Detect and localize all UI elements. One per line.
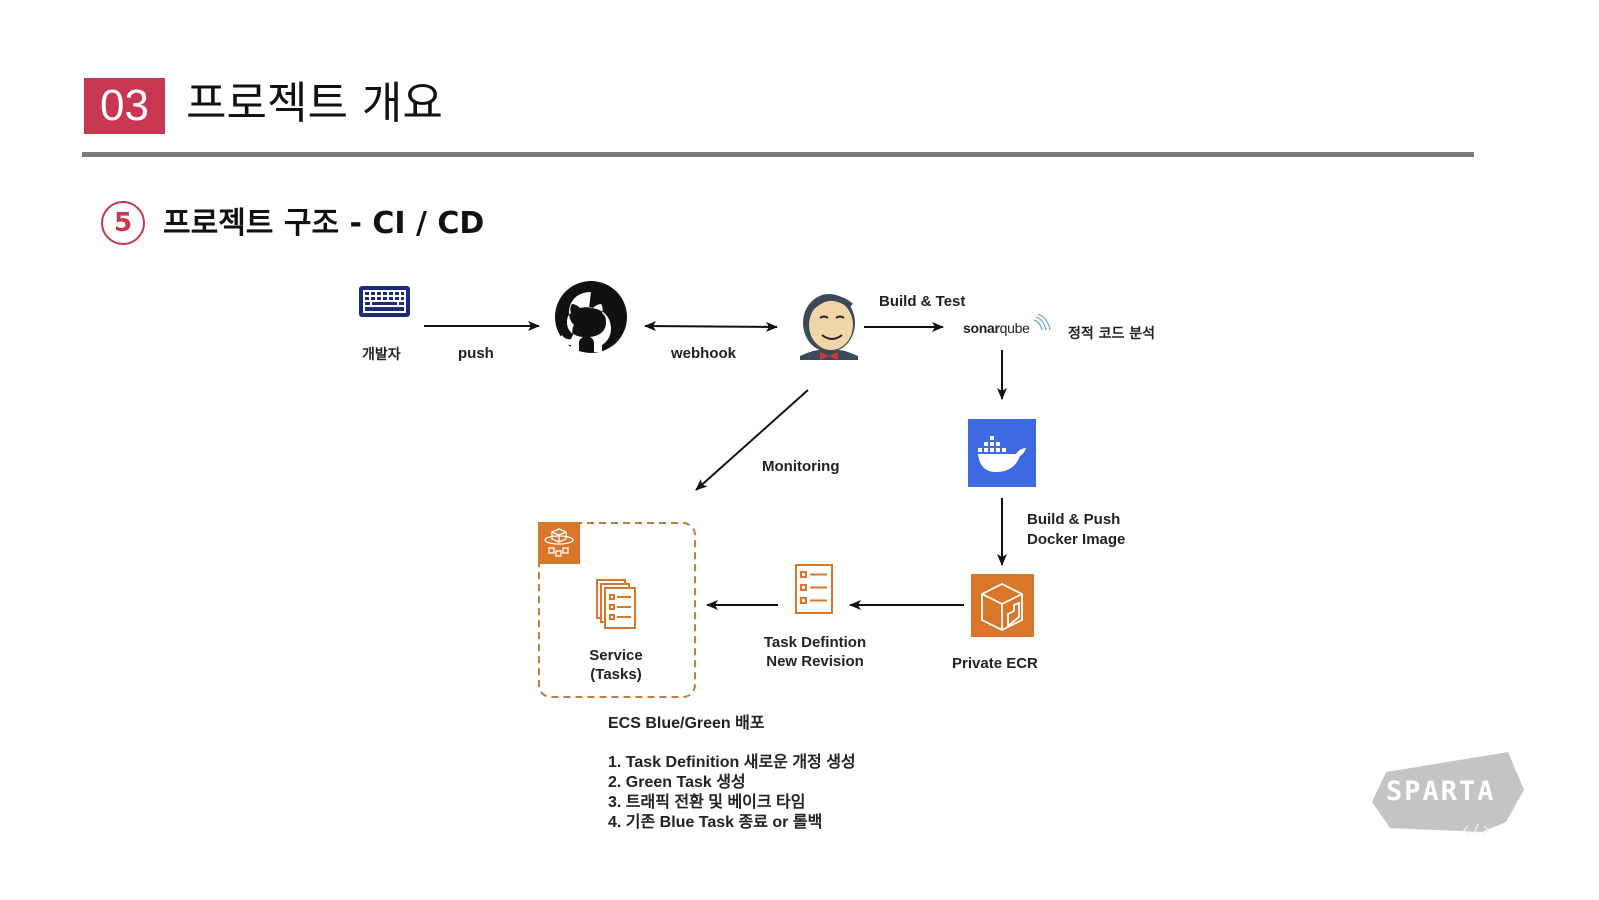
monitoring-arrow — [695, 389, 809, 491]
deployment-step: 3. 트래픽 전환 및 베이크 타임 — [608, 794, 806, 811]
task-definition-label: Task Defintion New Revision — [755, 633, 875, 671]
github-icon — [555, 281, 627, 353]
deployment-steps: ECS Blue/Green 배포 1. Task Definition 새로운… — [608, 714, 856, 833]
sparta-logo — [1372, 752, 1524, 834]
deployment-step: 1. Task Definition 새로운 개정 생성 — [608, 754, 856, 771]
subsection-number: 5 — [101, 201, 145, 245]
service-line2: (Tasks) — [590, 666, 642, 683]
task-definition-line1: Task Defintion — [763, 634, 867, 651]
task-definition-line2: New Revision — [766, 653, 864, 670]
push-label: push — [458, 345, 494, 362]
service-tasks-icon — [596, 579, 636, 629]
webhook-label: webhook — [671, 345, 737, 362]
developer-label: 개발자 — [362, 347, 401, 363]
page-title: 프로젝트 개요 — [186, 78, 443, 129]
deployment-step: 2. Green Task 생성 — [608, 774, 746, 791]
sonarqube-waves-icon — [1033, 313, 1051, 331]
docker-icon — [968, 419, 1036, 487]
build-push-line1: Build & Push — [1027, 511, 1121, 528]
monitoring-label: Monitoring — [762, 458, 840, 475]
service-line1: Service — [589, 647, 643, 664]
deployment-step: 4. 기존 Blue Task 종료 or 롤백 — [608, 814, 823, 831]
subsection-title: 프로젝트 구조 - CI / CD — [163, 206, 485, 241]
static-analysis-label: 정적 코드 분석 — [1068, 326, 1156, 342]
deployment-heading: ECS Blue/Green 배포 — [608, 715, 765, 732]
sonarqube-logo: sonarqube — [963, 320, 1030, 336]
build-push-label: Build & Push Docker Image — [1027, 510, 1125, 550]
jenkins-icon — [800, 294, 858, 360]
webhook-arrow — [644, 321, 778, 332]
ecs-cluster-icon — [538, 522, 580, 564]
keyboard-icon — [359, 286, 410, 317]
service-label: Service (Tasks) — [566, 646, 666, 684]
sparta-logo-text: SPARTA — [1386, 776, 1496, 807]
build-push-line2: Docker Image — [1027, 531, 1126, 548]
private-ecr-label: Private ECR — [952, 655, 1038, 672]
ecs-service-group — [538, 522, 696, 698]
task-definition-icon — [795, 564, 833, 614]
build-test-label: Build & Test — [879, 293, 966, 310]
header-divider — [82, 152, 1474, 157]
ecr-icon — [971, 574, 1034, 637]
section-number-badge: 03 — [84, 78, 165, 134]
